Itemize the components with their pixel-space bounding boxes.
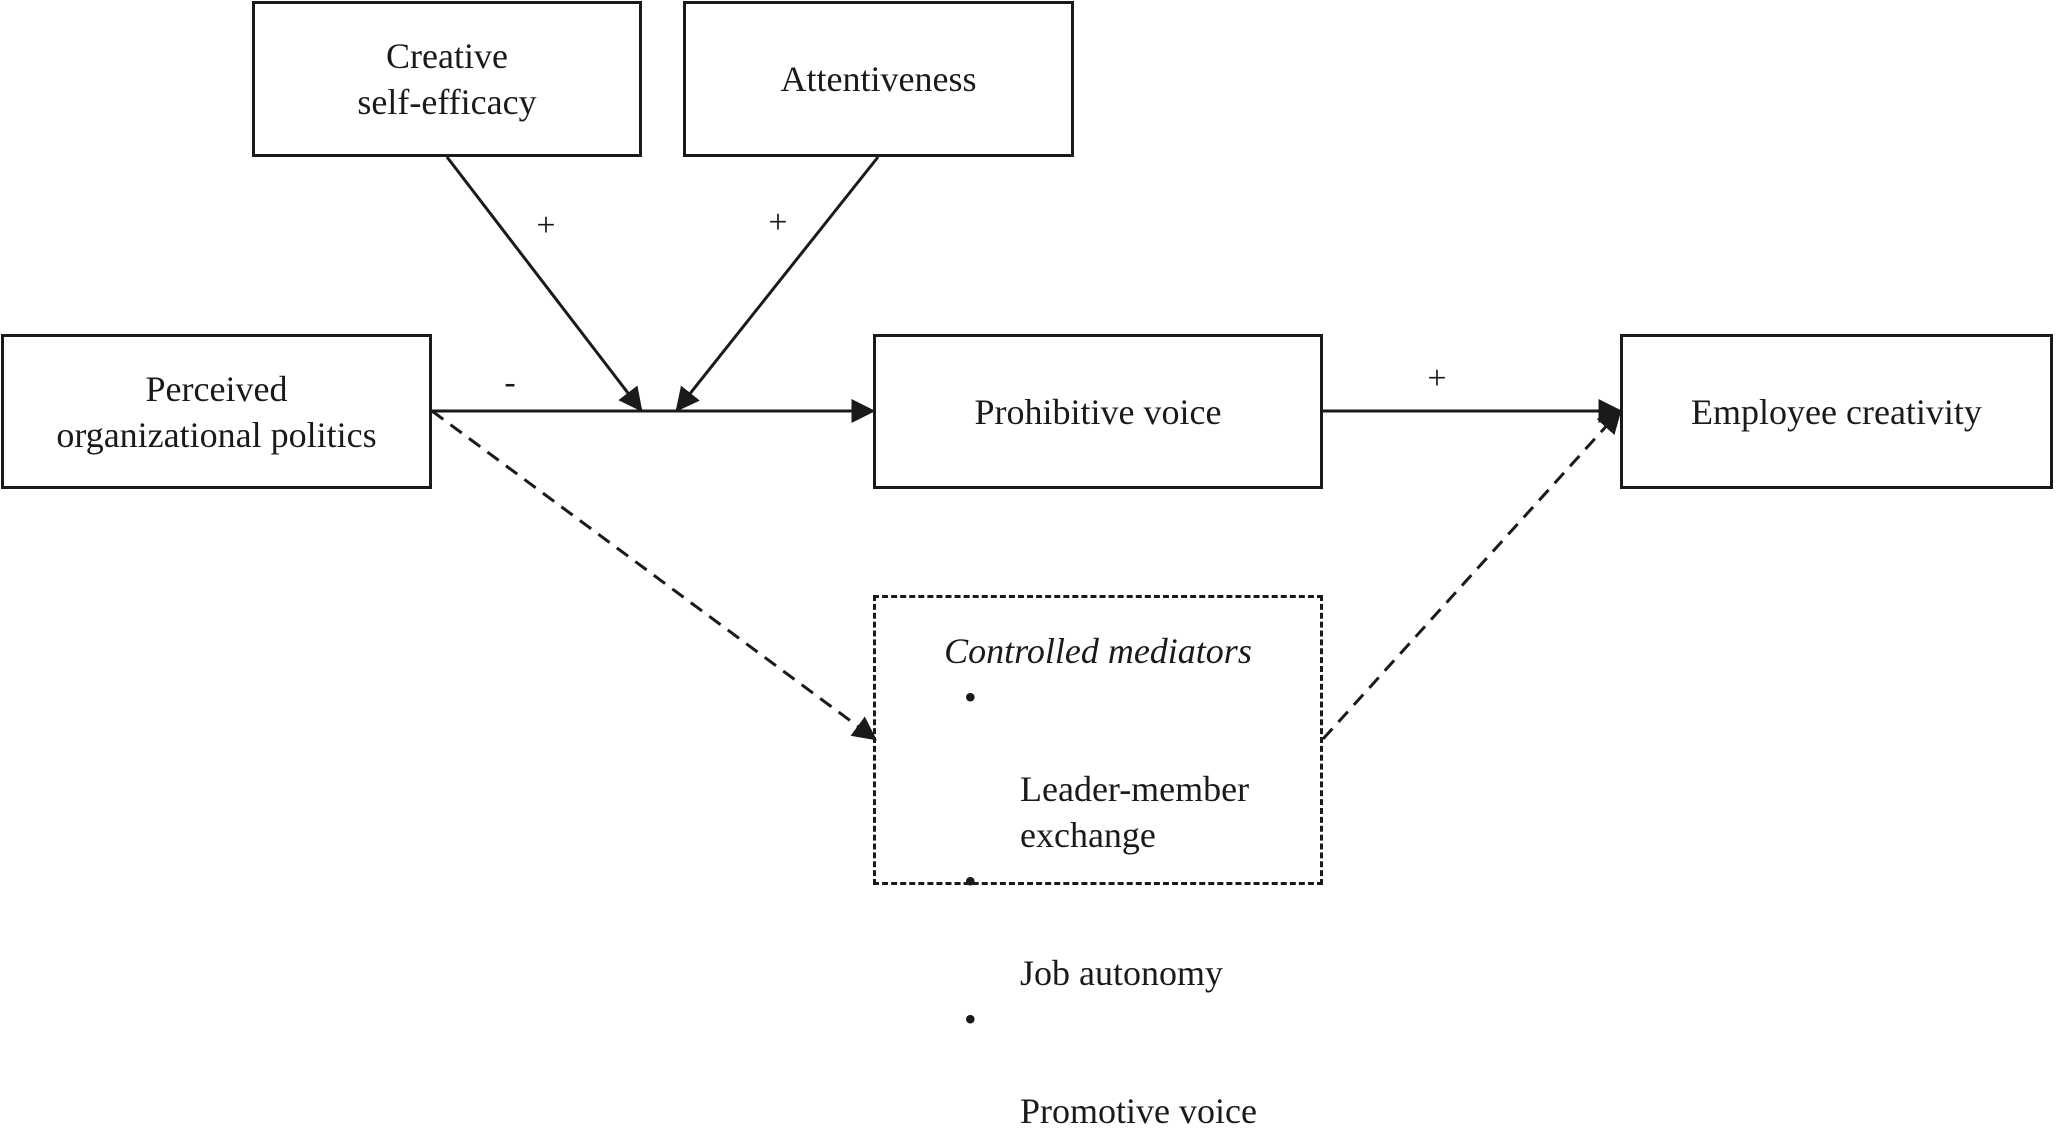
sign-voice-to-creativity: +: [1427, 360, 1447, 397]
attentiveness-label: Attentiveness: [780, 59, 977, 99]
mediator-item-label: Job autonomy: [1020, 953, 1223, 993]
arrow-attentiveness-moderation: [675, 156, 880, 412]
mediator-item-job-autonomy: • Job autonomy: [876, 858, 1320, 996]
prohibitive-voice-box: Prohibitive voice: [873, 334, 1323, 489]
prohibitive-voice-label: Prohibitive voice: [974, 391, 1222, 432]
bullet-icon: •: [964, 677, 977, 717]
employee-creativity-label: Employee creativity: [1691, 391, 1982, 432]
mediator-item-promotive-voice: • Promotive voice: [876, 996, 1320, 1134]
controlled-mediators-box: Controlled mediators • Leader-member exc…: [873, 595, 1323, 1131]
perceived-organizational-politics-label: Perceived organizational politics: [56, 368, 377, 455]
arrow-self-efficacy-moderation: [445, 156, 643, 412]
employee-creativity-box: Employee creativity: [1620, 334, 2053, 489]
mediator-item-label: Promotive voice: [1020, 1091, 1257, 1131]
sign-creative-self-efficacy-path: +: [536, 207, 556, 244]
mediator-item-leader-member-exchange: • Leader-member exchange: [876, 674, 1320, 858]
perceived-organizational-politics-box: Perceived organizational politics: [1, 334, 432, 489]
arrow-politics-to-mediators: [431, 409, 877, 741]
controlled-mediators-list: • Leader-member exchange • Job autonomy …: [876, 674, 1320, 1134]
controlled-mediators-title: Controlled mediators: [944, 631, 1252, 671]
creative-self-efficacy-label: Creative self-efficacy: [357, 36, 537, 122]
attentiveness-box: Attentiveness: [683, 1, 1074, 157]
creative-self-efficacy-box: Creative self-efficacy: [252, 1, 642, 157]
sign-attentiveness-path: +: [768, 204, 788, 241]
bullet-icon: •: [964, 861, 977, 901]
arrow-mediators-to-creativity: [1321, 409, 1622, 741]
diagram-arrows: [431, 156, 1623, 741]
bullet-icon: •: [964, 999, 977, 1039]
mediator-item-label: Leader-member exchange: [1020, 769, 1250, 855]
sign-politics-to-voice: -: [504, 364, 516, 401]
